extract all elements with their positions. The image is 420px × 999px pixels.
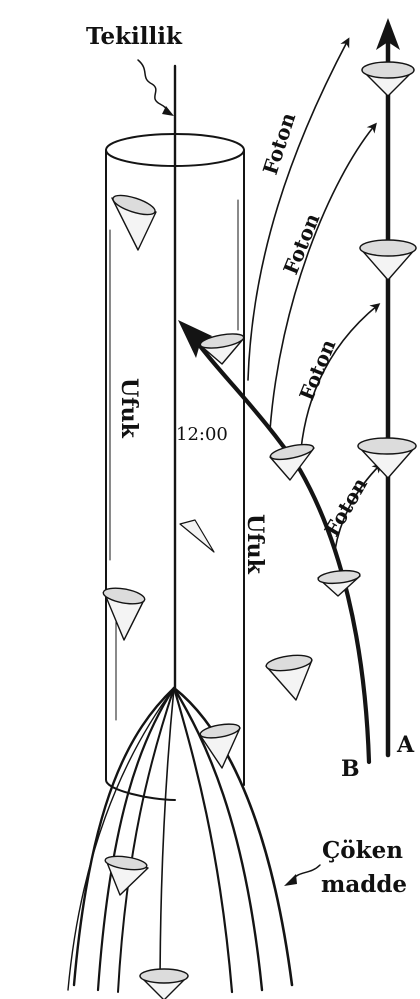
observer-a-worldline [376,18,400,758]
observer-a-label: A [396,732,415,758]
singularity-label: Tekillik [86,23,183,50]
collapsing-matter-lines [67,686,294,996]
light-cone-inside-2 [179,519,215,553]
collapsing-matter-label-line1: Çöken [322,837,403,864]
singularity-pointer [137,59,174,116]
light-cone-b2 [269,443,315,481]
photon-label-2: Foton [278,210,324,278]
photon-label-3: Foton [294,336,340,404]
light-cones [102,61,417,999]
light-cone-inside-1 [111,194,157,251]
time-label: 12:00 [176,424,228,445]
light-cone-matter-2 [139,968,189,999]
light-cone-a1 [361,61,415,97]
observer-b-worldline [178,320,372,765]
horizon-label-left: Ufuk [116,378,142,439]
light-cone-b3 [199,333,245,365]
light-cone-inside-4 [199,723,241,769]
light-cone-matter-1 [104,855,149,896]
photon-label-4: Foton [320,473,373,540]
light-cone-inside-3 [102,587,146,641]
light-cone-outside-1 [265,654,313,701]
observer-b-label: B [341,756,360,782]
matter-pointer [284,864,321,886]
photon-label-1: Foton [258,109,301,177]
light-cone-a3 [357,437,417,479]
light-cone-b1 [317,569,361,597]
light-cone-a2 [359,239,417,281]
horizon-label-right: Ufuk [242,514,268,575]
photon-paths [247,37,383,551]
collapsing-matter-label-line2: madde [321,871,407,898]
